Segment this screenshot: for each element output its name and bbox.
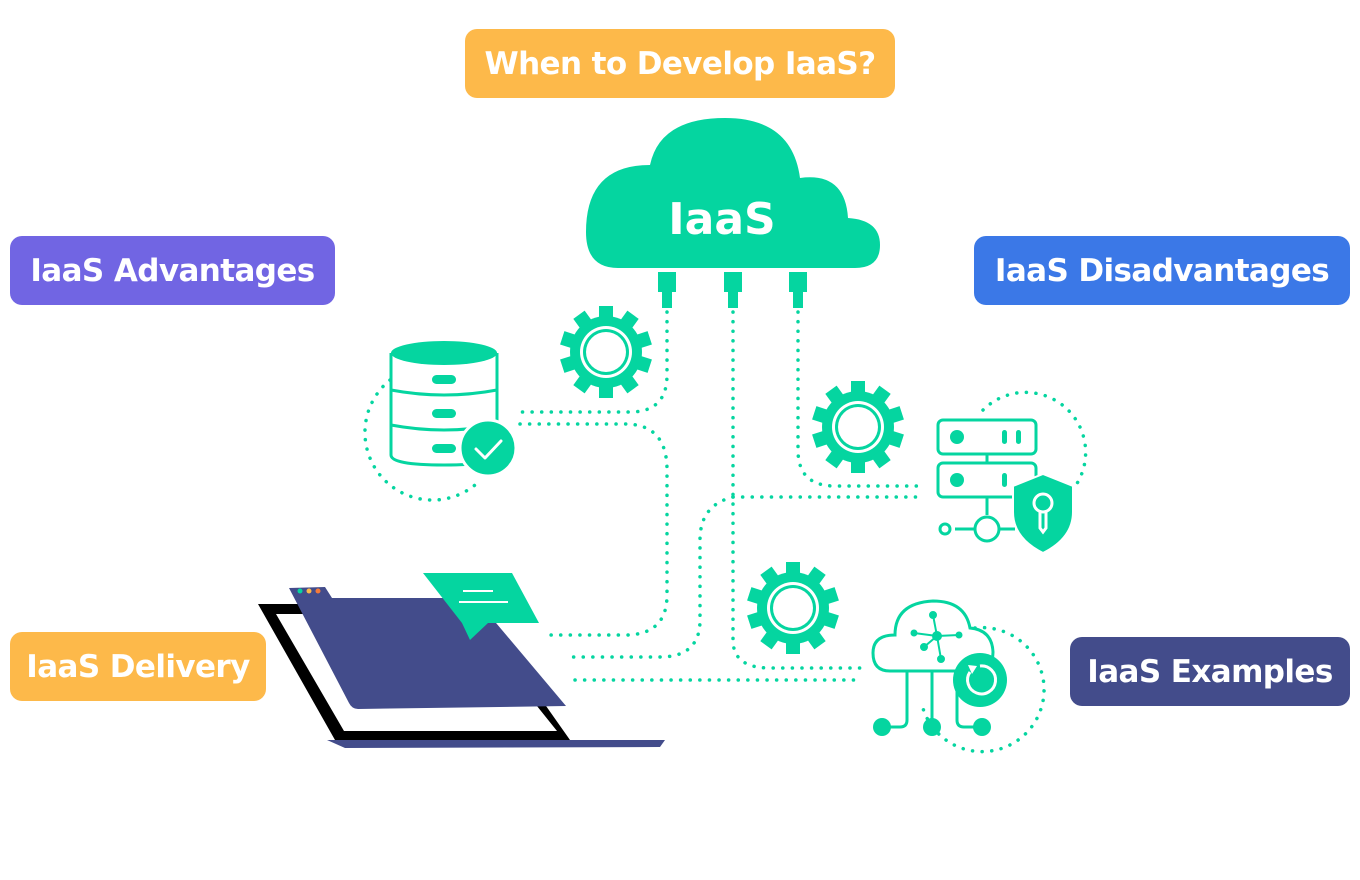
- dotted-connectors: [363, 310, 1088, 754]
- connector-examples-1: [731, 310, 862, 670]
- topic-when-to-develop: When to Develop IaaS?: [465, 29, 895, 98]
- server-ring: [981, 390, 1088, 497]
- network-ring: [920, 625, 1046, 754]
- laptop-browser-icon: [258, 573, 665, 748]
- gear-icon: [812, 381, 904, 473]
- refresh-icon: [953, 653, 1007, 707]
- topic-advantages: IaaS Advantages: [10, 236, 335, 305]
- cloud-network-icon: [871, 599, 1007, 736]
- gear-icon: [560, 306, 652, 398]
- database-check-icon: [389, 341, 518, 478]
- keyhole-icon: [1038, 511, 1048, 535]
- topic-delivery: IaaS Delivery: [10, 632, 266, 701]
- server-shield-icon: [936, 418, 1074, 555]
- connector-delivery-1: [518, 422, 669, 637]
- topic-examples: IaaS Examples: [1070, 637, 1350, 706]
- connector-delivery-2: [563, 495, 735, 659]
- cloud-icon: [586, 118, 880, 308]
- gear-icon: [747, 562, 839, 654]
- browser-window: [289, 587, 566, 709]
- cloud-label: IaaS: [668, 194, 775, 245]
- database-ring: [363, 378, 477, 502]
- chat-bubble-icon: [423, 573, 539, 640]
- check-icon: [474, 439, 503, 460]
- topic-disadvantages: IaaS Disadvantages: [974, 236, 1350, 305]
